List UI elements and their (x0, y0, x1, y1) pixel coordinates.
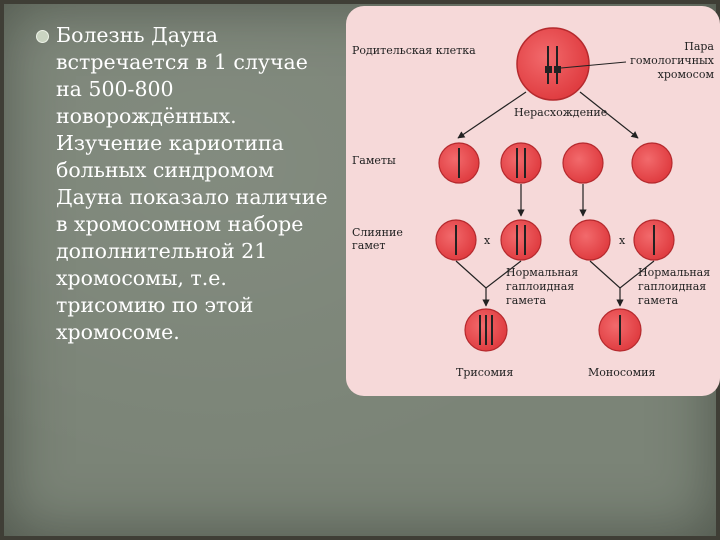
diagram-svg: Родительская клетка Пара гомологичных хр… (352, 27, 715, 379)
parent-cell-label: Родительская клетка (352, 44, 476, 57)
nondisjunction-diagram: Родительская клетка Пара гомологичных хр… (346, 6, 720, 396)
parent-cell (516, 27, 590, 101)
arrow-to-gamete-4 (579, 91, 639, 139)
gamete-1 (438, 142, 480, 184)
normal-gamete-left-line3: гамета (506, 294, 546, 307)
normal-gamete-right-line2: гаплоидная (638, 280, 706, 293)
fusion-nullisomic-gamete (569, 219, 611, 261)
cross-symbol-right: x (619, 234, 626, 247)
fusion-label-line1: Слияние (352, 226, 403, 239)
bullet-text: Болезнь Дауна встречается в 1 случае на … (56, 23, 328, 344)
fusion-disomic-gamete (500, 219, 542, 261)
bullet-text-block: Болезнь Дауна встречается в 1 случае на … (36, 22, 336, 346)
normal-gamete-right-line1: Нормальная (638, 266, 710, 279)
nondisjunction-label: Нерасхождение (514, 106, 607, 119)
trisomy-label: Трисомия (456, 366, 513, 379)
pointer-line (560, 61, 627, 69)
homologous-pair-label-line1: Пара (684, 40, 714, 53)
homologous-pair-label-line3: хромосом (658, 68, 715, 81)
monosomy-label: Моносомия (588, 366, 656, 379)
fusion-normal-gamete-right (633, 219, 675, 261)
normal-gamete-left-line2: гаплоидная (506, 280, 574, 293)
gamete-3-nullisomic (562, 142, 604, 184)
bullet-point-icon (36, 30, 49, 43)
arrow-to-gamete-2 (457, 91, 527, 139)
trisomy-cell (464, 308, 508, 352)
homologous-pair-label-line2: гомологичных (630, 54, 715, 67)
gametes-label: Гаметы (352, 154, 396, 167)
normal-gamete-left-line1: Нормальная (506, 266, 578, 279)
fusion-normal-gamete-left (435, 219, 477, 261)
normal-gamete-right-line3: гамета (638, 294, 678, 307)
fusion-label-line2: гамет (352, 239, 385, 252)
monosomy-cell (598, 308, 642, 352)
gamete-2-disomic (500, 142, 542, 184)
gamete-4-nullisomic (631, 142, 673, 184)
cross-symbol-left: x (484, 234, 491, 247)
